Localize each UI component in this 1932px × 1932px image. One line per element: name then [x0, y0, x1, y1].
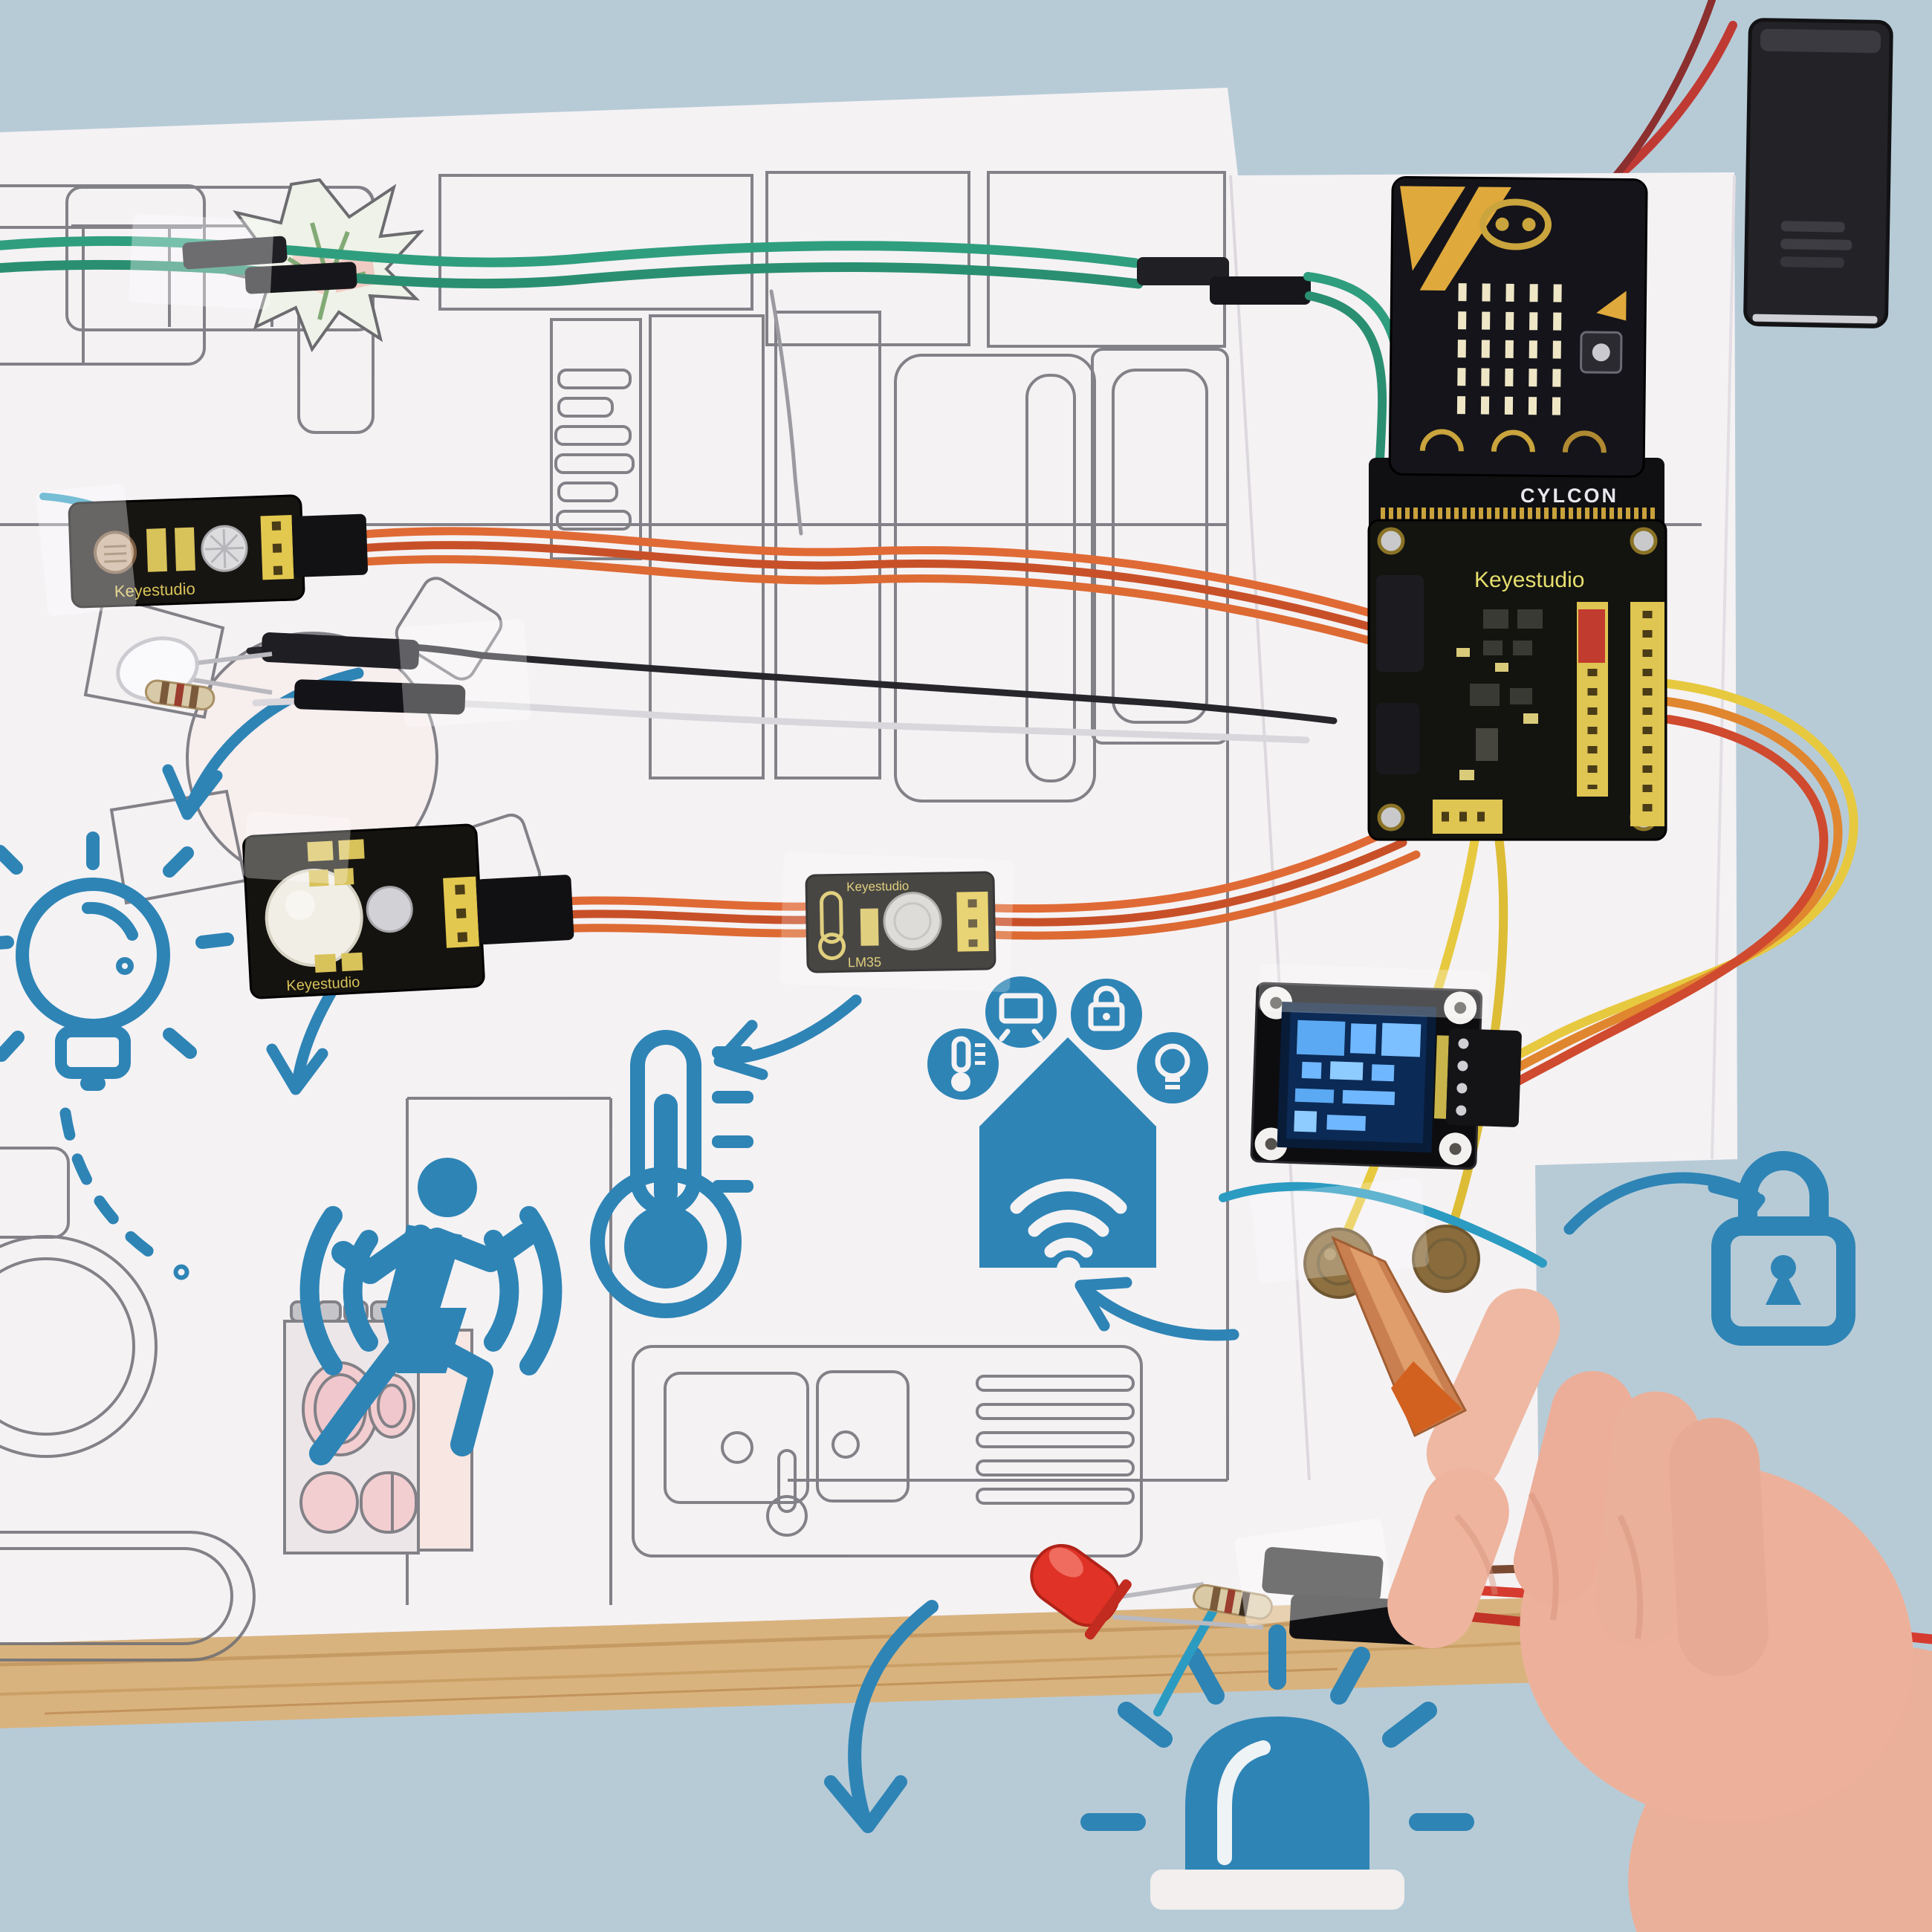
wire-connector: [294, 679, 466, 715]
microbit-button: [1580, 331, 1623, 374]
orange-wire: [987, 850, 1421, 940]
gold-arc: [1419, 429, 1464, 452]
clear-led: [116, 636, 273, 711]
wire-connector: [1376, 703, 1419, 774]
cabinet: [774, 311, 881, 779]
led-matrix: [1456, 283, 1562, 415]
hand: [1387, 1288, 1932, 1932]
pin-header: [1433, 1035, 1449, 1119]
sink-counter: [632, 1345, 1143, 1557]
gold-zigzag: [1400, 186, 1466, 271]
wire-connector: [1445, 1028, 1522, 1127]
silk-pads: [1456, 648, 1538, 780]
wire-connector: [476, 875, 574, 945]
arrow-to-padlock: [1563, 1172, 1766, 1236]
light-sensor-module: Keyestudio: [68, 494, 369, 609]
microbit-logo: [1479, 198, 1552, 250]
furniture-rect: [438, 174, 753, 311]
arrow-layer: [162, 667, 1766, 1833]
wire-connector: [244, 262, 357, 294]
lm35-sensor-can: [883, 892, 942, 951]
motion-waves: [299, 1206, 563, 1375]
orange-wire: [987, 838, 1407, 927]
mini-bulb-icon: [1137, 1032, 1208, 1103]
paper-edge: [1711, 175, 1736, 1160]
padlock-icon: [1711, 1151, 1855, 1346]
little-finger: [1669, 1418, 1769, 1676]
trim-cap: [366, 886, 413, 933]
bookshelf: [550, 318, 642, 560]
wire-connector: [291, 513, 369, 577]
mounting-hole: [1630, 527, 1658, 555]
orange-wire: [294, 541, 1387, 635]
battery-dark-wire: [1607, 0, 1716, 185]
resistor: [1193, 1583, 1273, 1620]
orange-wire: [1486, 697, 1843, 1088]
wire-connector: [1137, 257, 1229, 285]
wire-connector: [182, 236, 288, 270]
smd-pad: [174, 527, 195, 571]
sensor-model-label: LM35: [848, 954, 881, 970]
copper-foil-strip: [1331, 1236, 1468, 1438]
arrow-to-thermometer: [713, 994, 862, 1080]
furniture-rect: [765, 171, 970, 346]
edge-connector-brand-label: CYLCON: [1520, 484, 1618, 507]
teal-wire: [1219, 1181, 1547, 1268]
smd-components: [1470, 609, 1543, 761]
sensor-brand-label: Keyestudio: [846, 879, 909, 894]
pir-motion-sensor-module: Keyestudio: [242, 823, 574, 999]
chair: [83, 592, 225, 719]
battery-pack: [1743, 18, 1893, 328]
thermo-silkscreen: [820, 891, 843, 944]
wire-connector: [1262, 1546, 1384, 1603]
wire-connector: [1210, 276, 1311, 305]
icon-layer: [0, 667, 1855, 1910]
smd-pad: [146, 528, 167, 572]
shield-brand-label: Keyestudio: [1474, 568, 1584, 592]
orange-wire: [294, 555, 1385, 648]
thumb: [1387, 1468, 1509, 1649]
tape-layer: [36, 213, 1490, 1627]
paper-crease: [1229, 175, 1311, 1481]
gold-arc: [1562, 430, 1607, 453]
mini-lock-icon: [1071, 979, 1142, 1050]
oled-pixel-text: [1294, 1020, 1422, 1132]
chair: [395, 577, 503, 681]
index-finger: [1426, 1288, 1560, 1492]
arrow-to-siren: [824, 1600, 939, 1833]
siren-icon: [1080, 1624, 1474, 1910]
resistor: [144, 679, 215, 711]
oled-display-module: [1250, 982, 1522, 1170]
arrow-to-smart-home: [1074, 1277, 1239, 1341]
toilet: [0, 1147, 158, 1458]
wire-connector: [261, 632, 420, 670]
orange-wire: [294, 527, 1388, 621]
mini-thermometer-icon: [927, 1028, 999, 1100]
jumper-block: [1578, 609, 1605, 663]
middle-finger: [1513, 1371, 1635, 1604]
running-person-icon: [299, 1158, 563, 1465]
lm35-temperature-module: Keyestudio LM35: [805, 871, 996, 973]
bathtub: [0, 1531, 256, 1662]
red-wire: [1491, 715, 1829, 1098]
keyestudio-shield-board: Keyestudio: [1367, 519, 1667, 841]
lightbulb-icon: [0, 832, 234, 1280]
wire-connector: [1376, 575, 1424, 672]
mounting-hole: [1377, 527, 1405, 555]
tall-wardrobe: [1091, 348, 1229, 745]
mounting-hole: [1377, 803, 1405, 832]
sensor-brand-label: Keyestudio: [114, 580, 195, 601]
mini-tv-icon: [985, 976, 1057, 1048]
thin-gray-wire: [769, 289, 803, 536]
sensor-brand-label: Keyestudio: [286, 974, 360, 994]
gold-arc: [1491, 429, 1535, 453]
orange-wire: [987, 826, 1394, 913]
microbit-board: [1388, 175, 1648, 479]
smart-home-house-wifi-icon: [979, 1037, 1156, 1281]
yellow-wire: [1483, 679, 1858, 1077]
